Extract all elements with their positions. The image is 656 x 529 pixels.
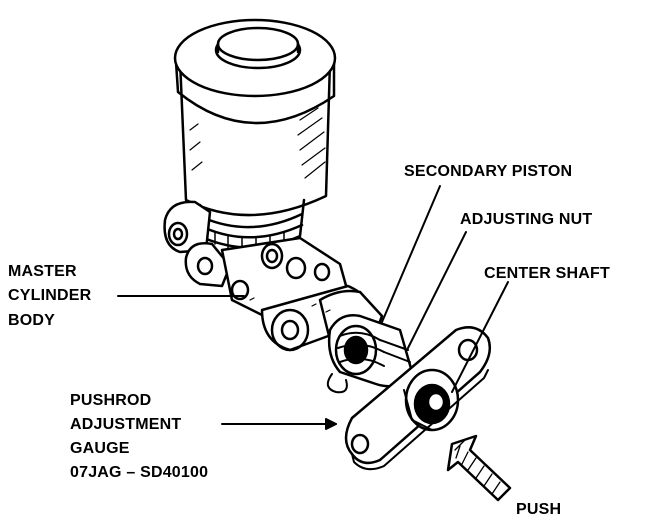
label-secondary-piston: SECONDARY PISTON	[404, 163, 573, 180]
label-master-line-1: MASTER	[8, 263, 77, 280]
reservoir	[173, 18, 337, 217]
label-adjusting-nut: ADJUSTING NUT	[460, 211, 593, 228]
label-master-line-3: BODY	[8, 312, 56, 329]
label-pushrod-line-2: ADJUSTMENT	[70, 416, 182, 433]
label-pushrod-line-3: GAUGE	[70, 440, 130, 457]
gauge-plate	[344, 326, 491, 471]
label-master-line-2: CYLINDER	[8, 287, 92, 304]
push-arrow	[446, 434, 512, 502]
label-pushrod-line-1: PUSHROD	[70, 392, 152, 409]
label-pushrod-line-4: 07JAG – SD40100	[70, 464, 209, 481]
leader-lines	[117, 185, 509, 430]
label-push: PUSH	[516, 501, 562, 518]
label-center-shaft: CENTER SHAFT	[484, 265, 610, 282]
